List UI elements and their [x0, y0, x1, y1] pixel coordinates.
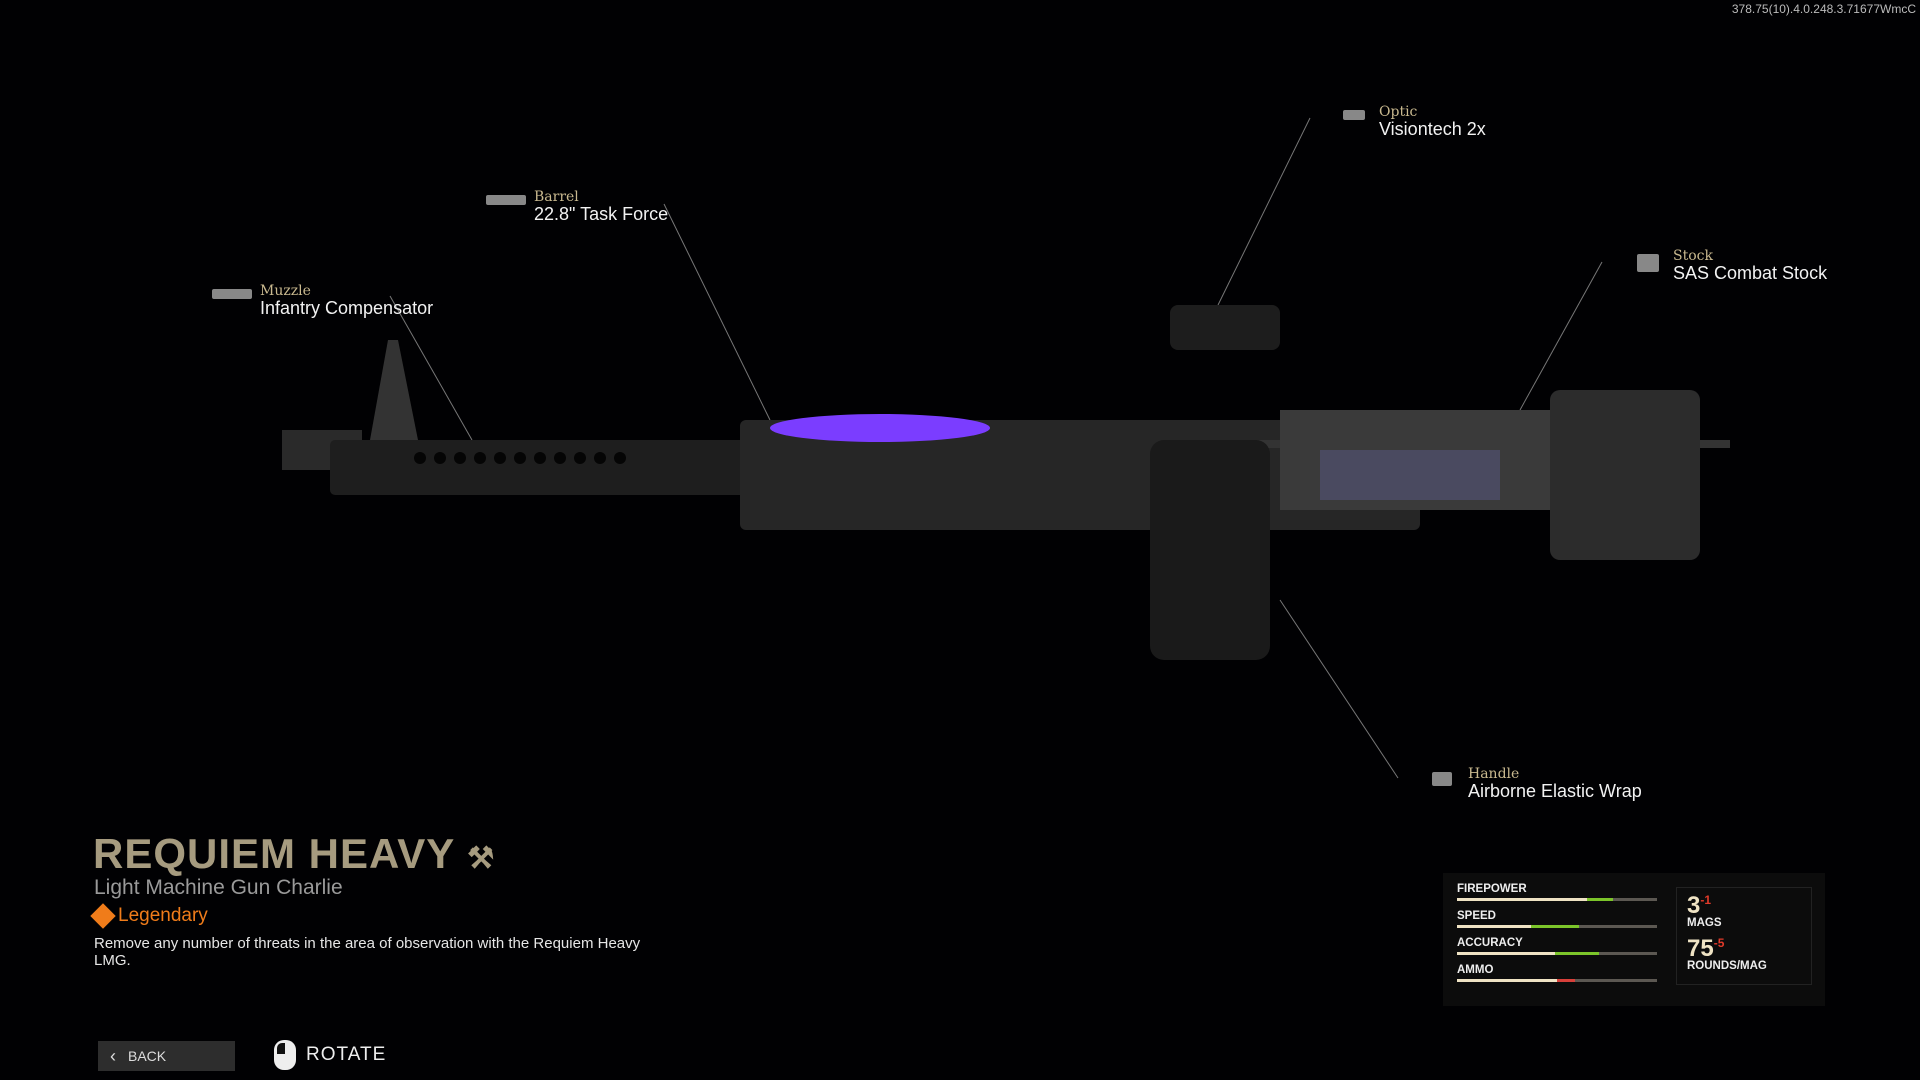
rounds-label: ROUNDS/MAG: [1687, 960, 1767, 972]
back-button[interactable]: ‹BACK: [98, 1041, 235, 1071]
rarity-badge: Legendary: [90, 903, 208, 929]
version-string: 378.75(10).4.0.248.3.71677WmcC: [1731, 2, 1916, 16]
optic-icon: [1343, 110, 1365, 120]
stat-label: ACCURACY: [1457, 937, 1523, 949]
stat-bar: [1457, 925, 1657, 928]
attachment-barrel[interactable]: Barrel 22.8" Task Force: [486, 189, 668, 225]
attachment-muzzle[interactable]: Muzzle Infantry Compensator: [212, 283, 433, 319]
mags-label: MAGS: [1687, 917, 1722, 929]
stat-label: FIREPOWER: [1457, 883, 1527, 895]
stat-bar: [1457, 979, 1657, 982]
stat-label: AMMO: [1457, 964, 1494, 976]
weapon-class: Light Machine Gun Charlie: [94, 876, 343, 899]
mouse-icon: [274, 1040, 296, 1070]
stat-speed: SPEED: [1457, 910, 1657, 928]
ammo-box: 3-1 MAGS 75-5 ROUNDS/MAG: [1676, 887, 1812, 985]
rounds-value: 75-5: [1687, 935, 1725, 962]
weapon-description: Remove any number of threats in the area…: [94, 935, 641, 969]
stats-panel: FIREPOWER SPEED ACCURACY AMMO 3-1 MAGS 75-5…: [1443, 873, 1825, 1006]
weapon-model: [282, 305, 1730, 660]
stat-bar: [1457, 898, 1657, 901]
rotate-hint: ROTATE: [274, 1040, 386, 1070]
blueprint-compass-icon: ⚒: [467, 842, 496, 875]
stat-base: [1457, 979, 1557, 982]
stat-base: [1457, 898, 1587, 901]
legendary-icon: [90, 903, 116, 929]
chevron-left-icon: ‹: [110, 1045, 116, 1066]
muzzle-icon: [212, 289, 252, 299]
attachment-optic[interactable]: Optic Visiontech 2x: [1343, 104, 1486, 140]
stock-icon: [1637, 254, 1659, 272]
stat-label: SPEED: [1457, 910, 1496, 922]
barrel-icon: [486, 195, 526, 205]
attachment-stock[interactable]: Stock SAS Combat Stock: [1637, 248, 1827, 284]
stat-firepower: FIREPOWER: [1457, 883, 1657, 901]
mags-value: 3-1: [1687, 892, 1712, 919]
stat-accuracy: ACCURACY: [1457, 937, 1657, 955]
stat-ammo: AMMO: [1457, 964, 1657, 982]
stat-base: [1457, 952, 1555, 955]
stat-base: [1457, 925, 1531, 928]
attachment-handle[interactable]: Handle Airborne Elastic Wrap: [1432, 766, 1642, 802]
handle-icon: [1432, 772, 1452, 786]
stat-bar: [1457, 952, 1657, 955]
weapon-name: REQUIEM HEAVY ⚒: [93, 830, 496, 877]
